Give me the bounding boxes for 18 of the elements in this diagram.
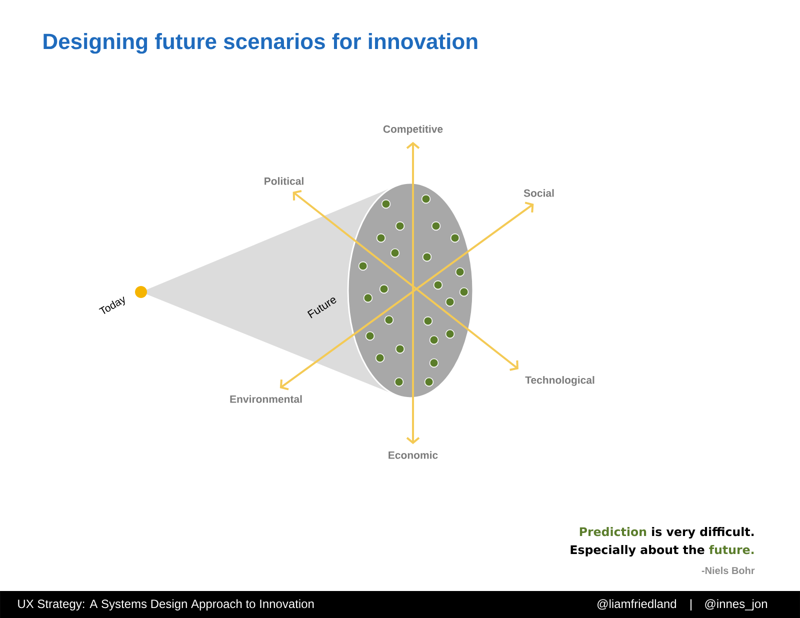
quote-author: -Niels Bohr (702, 566, 755, 574)
axis-label: Environmental (230, 395, 302, 403)
quote-text: Prediction is very difficult. (580, 527, 754, 539)
footer-text: @liamfriedland (598, 599, 676, 610)
separator: | (690, 599, 692, 611)
double-arrow (406, 142, 420, 444)
axis-label: Economic (388, 451, 438, 459)
axis-label: Political (264, 177, 304, 185)
axis-label: Competitive (383, 125, 443, 135)
footer-text: @innes_jon (705, 599, 767, 610)
quote-text: Especially about the future. (570, 545, 754, 557)
diagram-label: Today (98, 296, 125, 314)
axis-label: Social (524, 189, 554, 197)
title: Designing future scenarios for innovation (44, 33, 478, 54)
double-arrow (280, 202, 534, 390)
footer-text: UX Strategy: A Systems Design Approach to Innovation (18, 599, 314, 610)
double-arrow (292, 190, 518, 371)
axis-label: Technological (525, 376, 594, 386)
